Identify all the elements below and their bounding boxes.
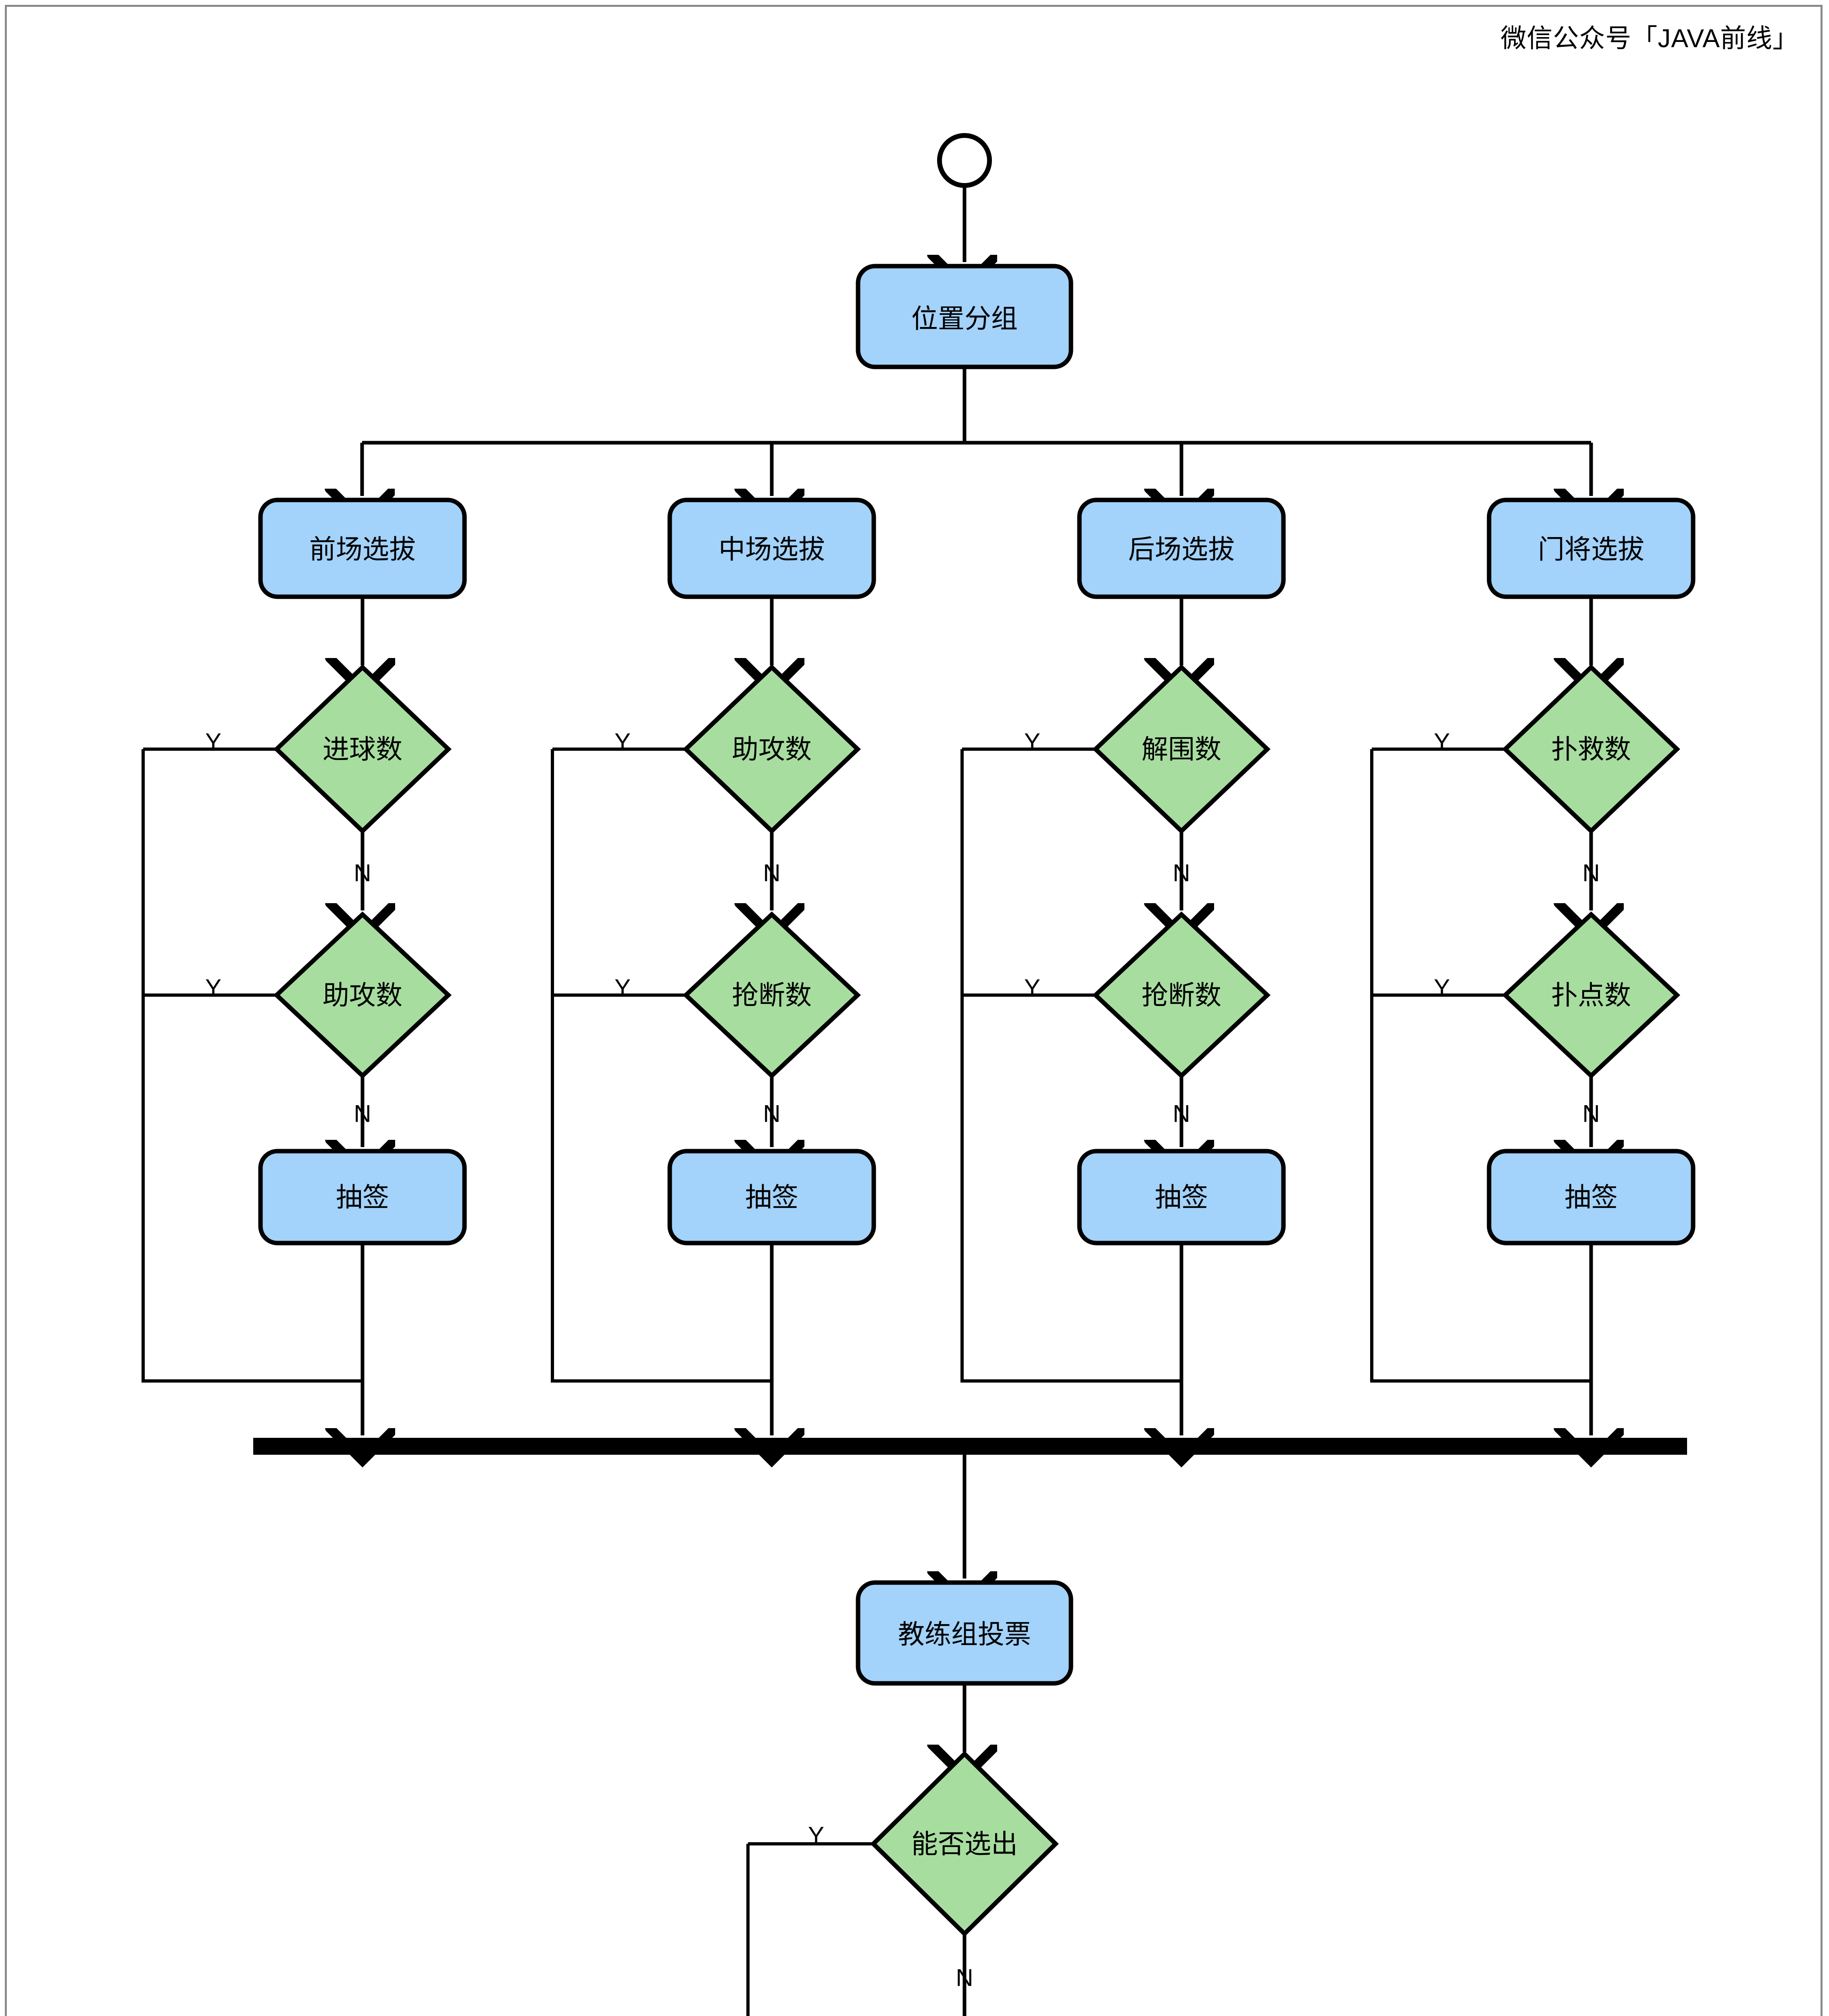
page-title: 微信公众号「JAVA前线」 (1500, 24, 1799, 53)
join-bar (253, 1438, 1687, 1455)
decision-goalkeeper-penalty-saves-label: 扑点数 (1551, 980, 1631, 1010)
edge-label-midfield-assists-no: N (763, 860, 780, 887)
edge-label-goalkeeper-saves-yes: Y (1434, 729, 1450, 756)
edge-label-goalkeeper-penalty-no: N (1582, 1100, 1600, 1127)
edge-label-forward-assists-yes: Y (205, 975, 221, 1002)
edge-label-defense-tackles-yes: Y (1024, 975, 1040, 1002)
edge-label-defense-clearances-yes: Y (1024, 729, 1040, 756)
edge-midfield-loopback (551, 749, 772, 1383)
edge-label-forward-goals-yes: Y (205, 729, 221, 756)
activity-midfield-draw-label: 抽签 (745, 1182, 798, 1212)
decision-forward-goals-label: 进球数 (323, 734, 402, 764)
decision-forward-assists-label: 助攻数 (323, 980, 402, 1010)
edge-label-midfield-tackles-no: N (763, 1100, 780, 1127)
decision-midfield-tackles-label: 抢断数 (732, 980, 812, 1010)
decision-can-select-label: 能否选出 (911, 1829, 1018, 1859)
edge-label-goalkeeper-saves-no: N (1582, 860, 1600, 887)
activity-coach-vote-label: 教练组投票 (898, 1619, 1031, 1649)
activity-forward-selection-label: 前场选拔 (309, 534, 416, 564)
edge-label-midfield-assists-yes: Y (615, 729, 631, 756)
edge-label-forward-goals-no: N (354, 860, 371, 887)
edge-label-defense-clearances-no: N (1173, 860, 1190, 887)
edge-label-can-select-yes: Y (808, 1822, 824, 1849)
edge-label-defense-tackles-no: N (1173, 1100, 1190, 1127)
decision-defense-clearances-label: 解围数 (1142, 734, 1221, 764)
activity-defense-draw-label: 抽签 (1155, 1182, 1208, 1212)
activity-goalkeeper-draw-label: 抽签 (1564, 1182, 1618, 1212)
edge-defense-loopback (960, 749, 1181, 1383)
decision-defense-tackles-label: 抢断数 (1142, 980, 1221, 1010)
activity-midfield-selection-label: 中场选拔 (719, 534, 825, 564)
decision-goalkeeper-saves-label: 扑救数 (1551, 734, 1631, 764)
activity-position-grouping-label: 位置分组 (911, 304, 1018, 333)
edge-label-forward-assists-no: N (354, 1100, 371, 1127)
edge-label-goalkeeper-penalty-yes: Y (1434, 975, 1450, 1002)
decision-midfield-assists-label: 助攻数 (732, 734, 812, 764)
edge-forward-loopback (142, 749, 362, 1383)
activity-forward-draw-label: 抽签 (336, 1182, 389, 1212)
activity-goalkeeper-selection-label: 门将选拔 (1538, 534, 1644, 564)
edge-can-select-yes-to-end (746, 1844, 750, 2016)
start-node (937, 133, 992, 188)
activity-defense-selection-label: 后场选拔 (1128, 534, 1235, 564)
edge-goalkeeper-loopback (1370, 749, 1591, 1383)
edge-label-can-select-no: N (956, 1964, 973, 1991)
edge-label-midfield-tackles-yes: Y (615, 975, 631, 1002)
